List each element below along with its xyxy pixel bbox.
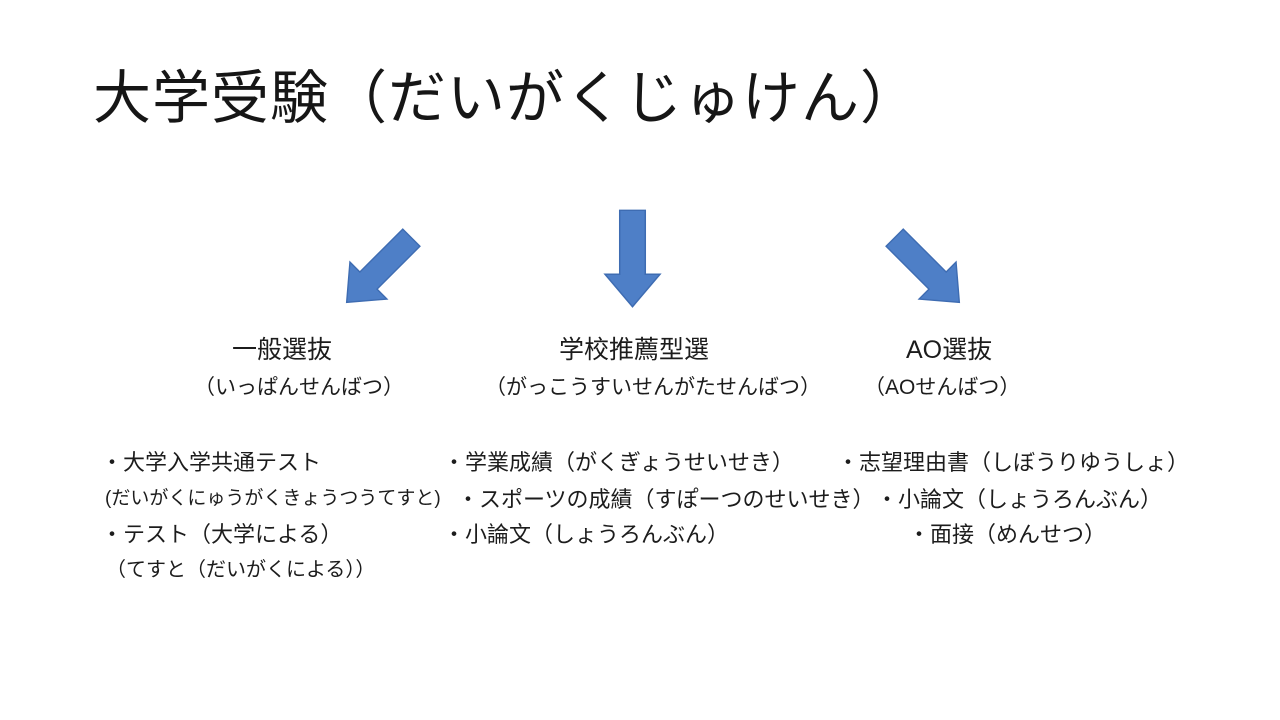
column-1-item-4: （てすと（だいがくによる））	[106, 559, 376, 581]
down-right-arrow-icon	[885, 228, 961, 304]
column-3-heading: AO選抜	[906, 336, 993, 364]
column-3-reading: （AOせんばつ）	[864, 376, 1021, 399]
column-1-item-2: (だいがくにゅうがくきょうつうてすと)	[105, 488, 441, 509]
column-3-item-1: ・志望理由書（しぼうりゆうしょ）	[837, 450, 1190, 475]
column-2-heading: 学校推薦型選	[559, 336, 710, 364]
down-arrow-icon	[603, 209, 662, 308]
down-left-arrow-shape	[345, 228, 421, 304]
column-2-item-2: ・スポーツの成績（すぽーつのせいせき）	[457, 487, 875, 512]
column-1-reading: （いっぱんせんばつ）	[194, 376, 404, 399]
slide-title: 大学受験（だいがくじゅけん）	[93, 66, 920, 131]
column-2-item-3: ・小論文（しょうろんぶん）	[443, 522, 730, 547]
down-arrow-shape	[603, 209, 662, 308]
column-1-item-1: ・大学入学共通テスト	[101, 450, 322, 475]
column-2-item-1: ・学業成績（がくぎょうせいせき）	[443, 450, 794, 475]
down-right-arrow-shape	[885, 228, 961, 304]
column-3-item-2: ・小論文（しょうろんぶん）	[876, 487, 1163, 512]
column-1-heading: 一般選抜	[232, 336, 333, 364]
down-left-arrow-icon	[345, 228, 421, 304]
column-2-reading: （がっこうすいせんがたせんばつ）	[485, 376, 821, 399]
column-1-item-3: ・テスト（大学による）	[101, 522, 343, 547]
column-3-item-3: ・面接（めんせつ）	[908, 522, 1107, 547]
